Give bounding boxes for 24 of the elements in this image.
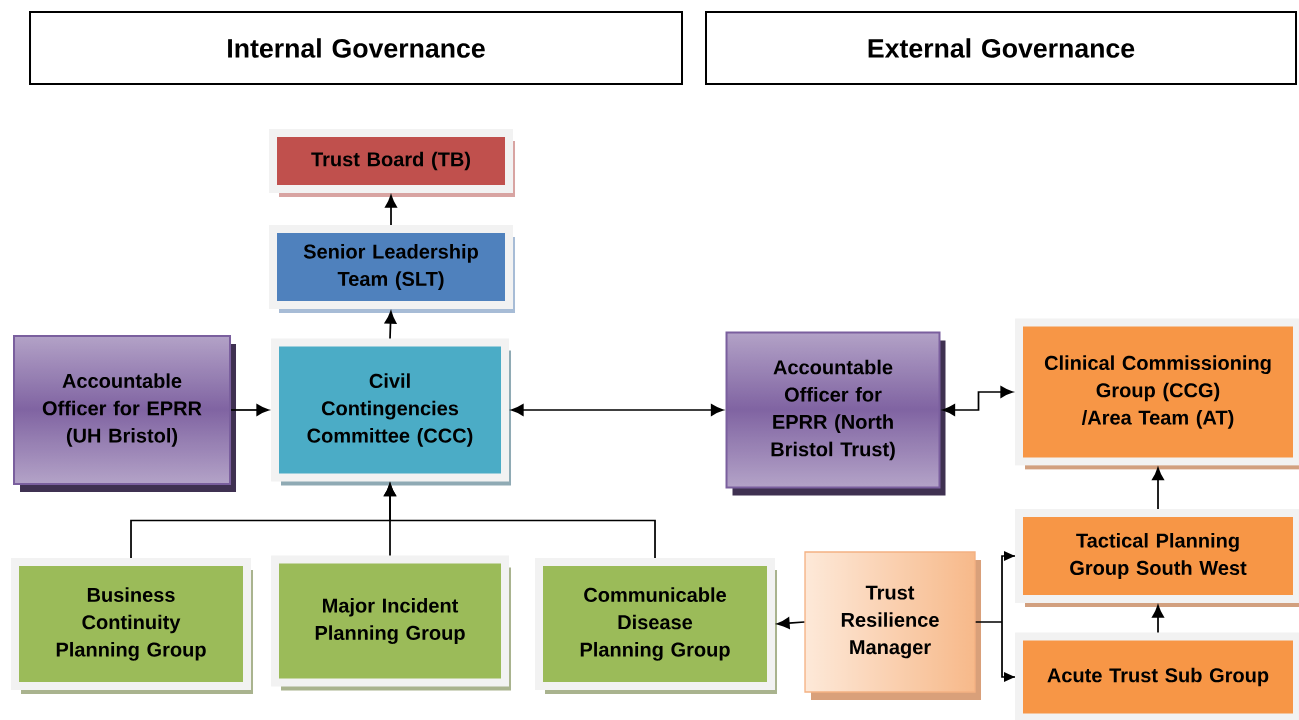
process-box: Business Continuity Planning Group bbox=[11, 558, 253, 694]
arrow bbox=[974, 551, 1016, 682]
arrow bbox=[384, 483, 396, 557]
process-box: Acute Trust Sub Group bbox=[1015, 632, 1299, 720]
arrow bbox=[942, 386, 1013, 416]
arrow bbox=[230, 404, 269, 416]
arrow bbox=[777, 617, 806, 629]
process-box: Clinical Commissioning Group (CCG) /Area Team (AT) bbox=[1015, 318, 1299, 470]
process-box: Major Incident Planning Group bbox=[271, 555, 511, 691]
arrow bbox=[511, 404, 724, 416]
process-box: Accountable Officer for EPRR (UH Bristol) bbox=[13, 335, 236, 492]
process-box: Trust Resilience Manager bbox=[804, 551, 981, 700]
process-box: Accountable Officer for EPRR (North Bristol Trust) bbox=[725, 331, 946, 496]
process-box: Senior Leadership Team (SLT) bbox=[269, 225, 515, 313]
arrow bbox=[385, 195, 397, 226]
process-box: Tactical Planning Group South West bbox=[1015, 509, 1299, 607]
heading-box: Internal Governance bbox=[29, 11, 683, 85]
process-box: Trust Board (TB) bbox=[269, 129, 515, 197]
process-box: Civil Contingencies Committee (CCC) bbox=[271, 338, 511, 486]
process-box: Communicable Disease Planning Group bbox=[535, 558, 777, 694]
arrow bbox=[384, 311, 397, 340]
heading-box: External Governance bbox=[705, 11, 1297, 85]
arrow bbox=[1152, 605, 1164, 634]
arrow bbox=[1152, 467, 1164, 510]
